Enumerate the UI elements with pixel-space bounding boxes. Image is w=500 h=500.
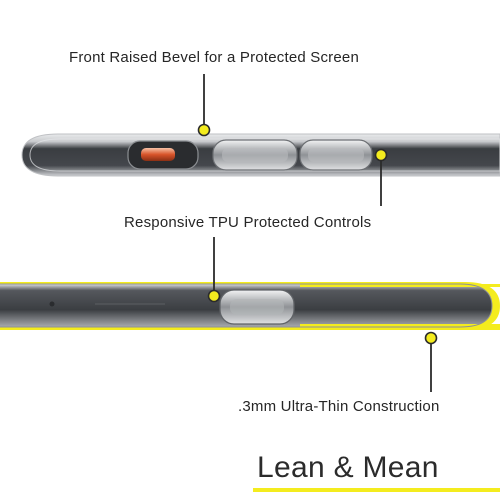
tagline: Lean & Mean <box>257 451 439 484</box>
tagline-underline <box>253 488 500 492</box>
callout-front-bevel: Front Raised Bevel for a Protected Scree… <box>69 49 360 66</box>
phone-top-view <box>21 133 500 177</box>
callout-tpu-controls: Responsive TPU Protected Controls <box>124 214 372 231</box>
callout-dot-bevel <box>197 123 211 137</box>
callout-dot-controls-bottom <box>207 289 221 303</box>
callout-ultra-thin: .3mm Ultra-Thin Construction <box>238 398 440 415</box>
callout-dot-controls <box>374 148 388 162</box>
phone-bottom-view <box>0 282 500 330</box>
callout-dot-thin <box>424 331 438 345</box>
leader-lines <box>197 74 438 392</box>
